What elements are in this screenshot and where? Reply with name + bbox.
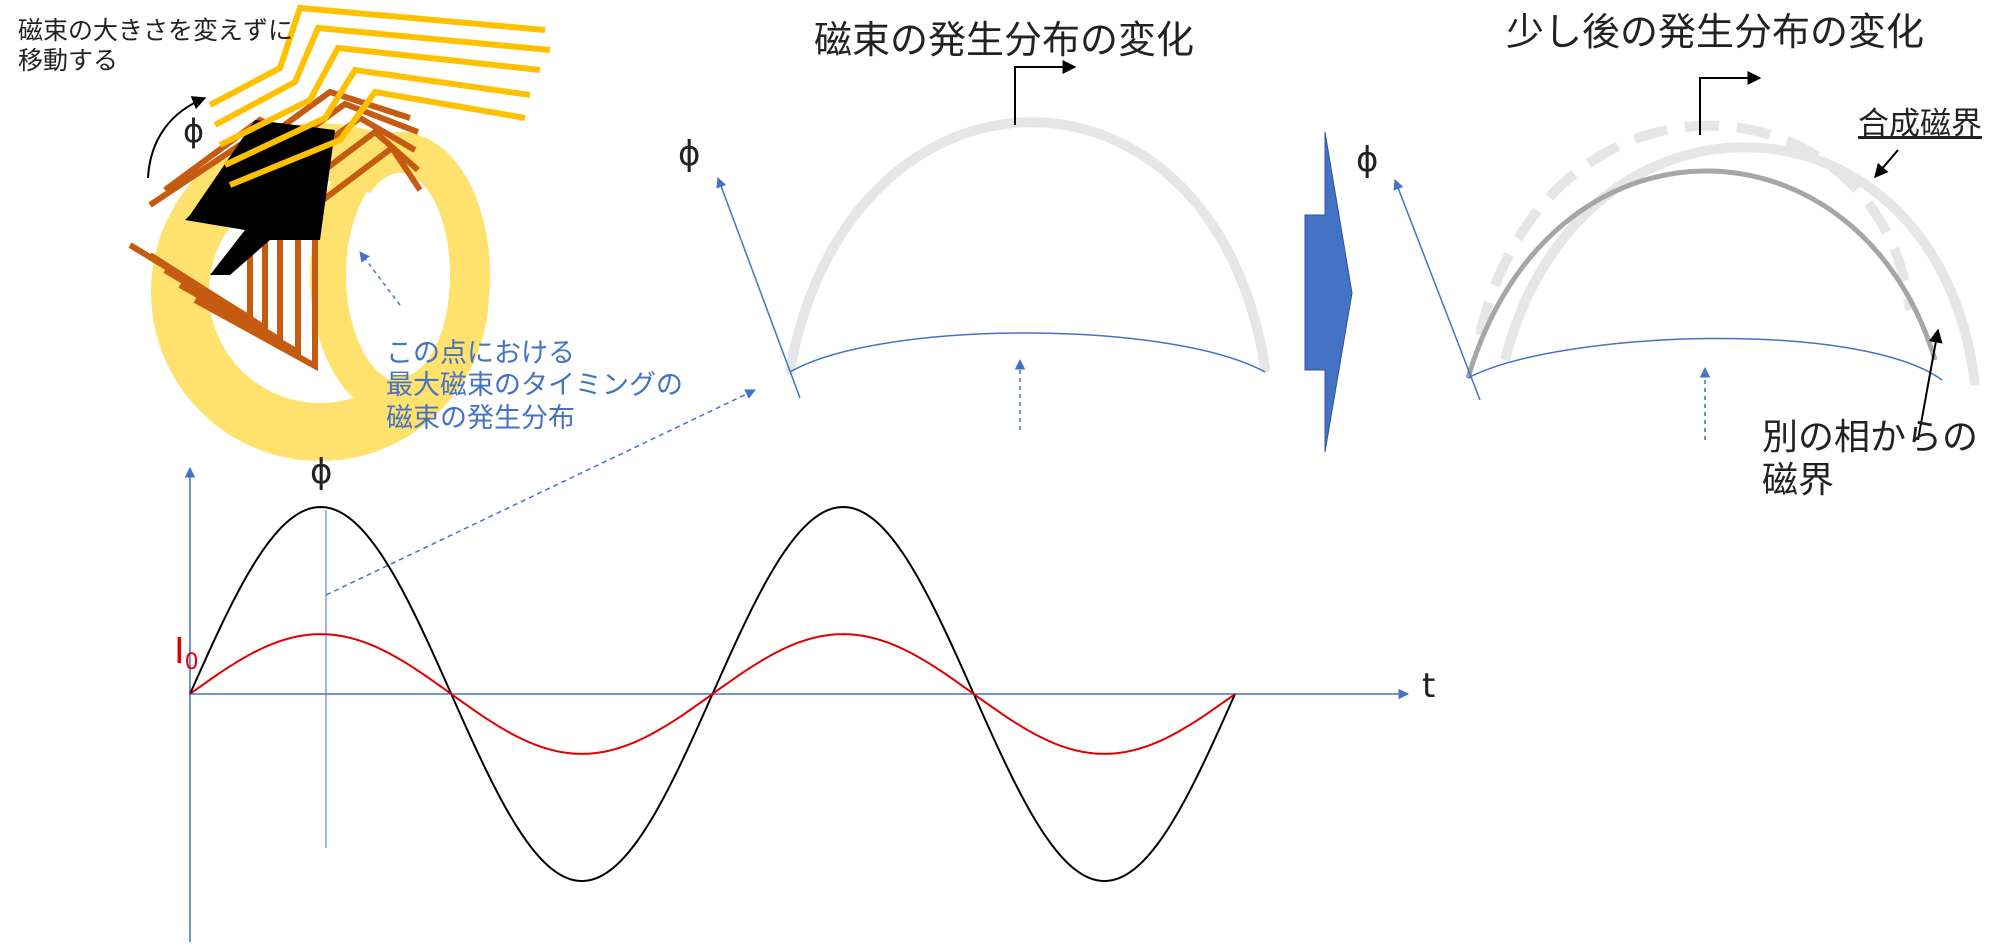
point-note-line2: 最大磁束のタイミングの (386, 370, 683, 402)
flux-lines (208, 4, 551, 188)
point-note: この点における 最大磁束のタイミングの 磁束の発生分布 (386, 338, 683, 435)
other-phase-line1: 別の相からの (1762, 417, 1979, 458)
rotation-arrow (147, 96, 207, 179)
gap-curve-right (1467, 337, 1943, 381)
shift-arrow-left (1014, 60, 1077, 125)
current-label-i: I (174, 631, 185, 672)
phi-label-motor: ϕ (183, 112, 205, 150)
shifted-arch (1500, 142, 1980, 386)
stator-core-front (310, 132, 490, 418)
point-note-line1: この点における (386, 338, 575, 369)
phi-label-right: ϕ (1356, 140, 1379, 180)
previous-arch-dashed (1475, 120, 1915, 337)
other-phase-pointer (1917, 328, 1943, 441)
flux-arch (785, 117, 1270, 375)
stator-bore (350, 173, 450, 377)
t-axis-label: t (1422, 666, 1436, 706)
current-label-sub: 0 (184, 650, 199, 675)
title-right: 少し後の発生分布の変化 (1506, 10, 1925, 54)
phi-axis-left (716, 177, 801, 399)
waveform-chart (184, 466, 1410, 942)
flux-distribution-left (716, 60, 1270, 430)
current-label: I0 (174, 630, 199, 676)
move-note-line2: 移動する (18, 46, 119, 75)
current-waveform (189, 633, 1236, 755)
link-to-distribution (325, 389, 756, 596)
move-note-line1: 磁束の大きさを変えずに (18, 16, 294, 45)
phi-label-chart: ϕ (310, 452, 333, 492)
other-phase-label: 別の相からの 磁界 (1762, 416, 1978, 502)
composite-field-label: 合成磁界 (1858, 106, 1982, 142)
shift-arrow-right (1699, 71, 1762, 135)
move-note: 磁束の大きさを変えずに 移動する (18, 16, 293, 76)
other-phase-line2: 磁界 (1762, 460, 1835, 502)
gap-curve (789, 332, 1266, 373)
phi-label-left: ϕ (678, 134, 701, 174)
title-left: 磁束の発生分布の変化 (814, 18, 1195, 62)
composite-field-arch (1465, 168, 1938, 379)
point-note-line3: 磁束の発生分布 (386, 402, 575, 434)
phi-axis-right (1393, 179, 1481, 401)
composite-pointer (1874, 149, 1899, 179)
next-arrow (1304, 131, 1353, 453)
core-pointer (359, 251, 401, 306)
flux-distribution-right (1393, 71, 1980, 441)
stator-illustration (128, 4, 551, 461)
